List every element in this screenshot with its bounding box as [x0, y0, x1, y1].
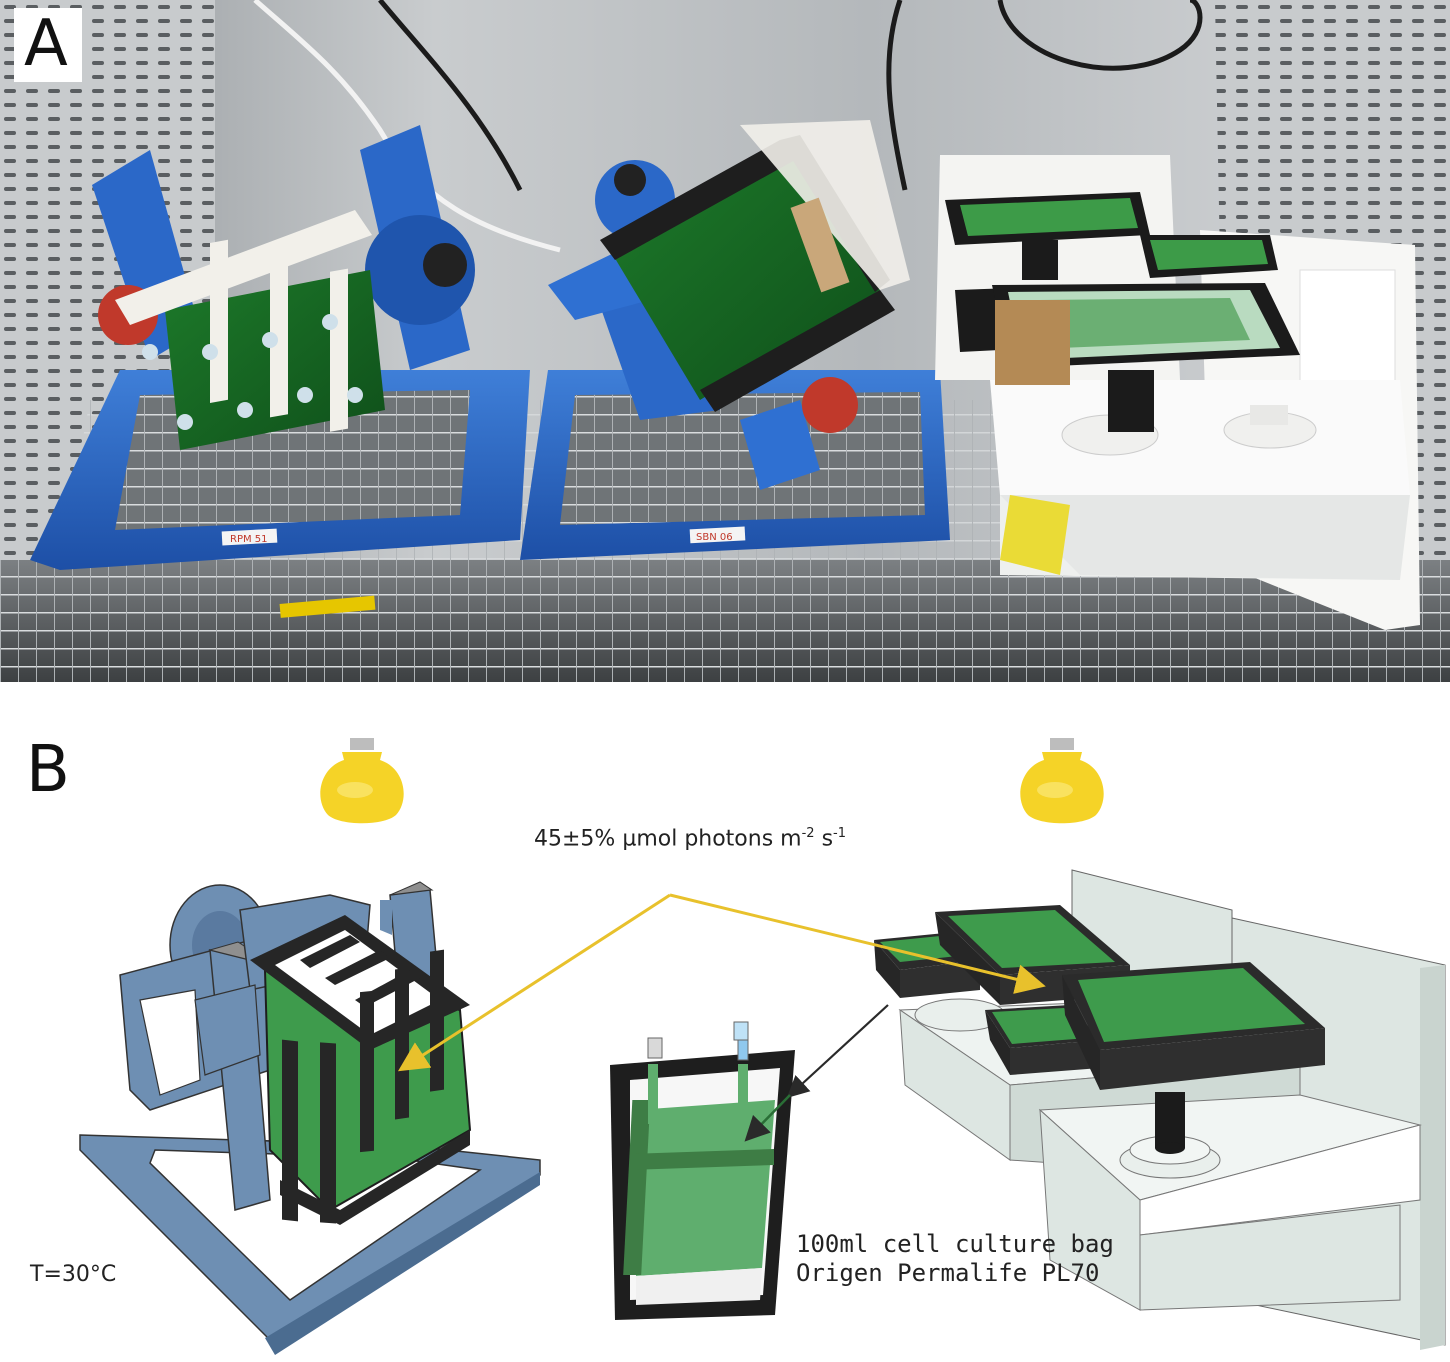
shaker-schematic — [874, 869, 1446, 1350]
light-intensity-text: 45±5% µmol photons m — [534, 826, 802, 852]
light-exponent-1: -2 — [801, 826, 815, 841]
light-exponent-2: -1 — [833, 826, 847, 841]
tag-rpm: RPM 51 — [230, 534, 268, 545]
light-arrows — [397, 893, 1046, 1072]
rotator-schematic — [79, 881, 541, 1355]
diagram-panel-b — [79, 738, 1446, 1355]
light-intensity-mid: s — [814, 826, 834, 852]
light-bulb-icon — [1020, 738, 1104, 824]
light-intensity-label: 45±5% µmol photons m-2 s-1 — [534, 826, 846, 851]
callout-arrows — [744, 1004, 889, 1142]
tag-sbn: SBN 06 — [696, 532, 733, 543]
light-bulb-icon — [320, 738, 404, 824]
panel-label-b: B — [26, 733, 70, 807]
bag-label-line-1: 100ml cell culture bag — [796, 1230, 1114, 1258]
bag-label: 100ml cell culture bag Origen Permalife … — [796, 1230, 1114, 1288]
culture-bag-schematic — [610, 1021, 795, 1320]
photo-panel-a: RPM 51 SBN 06 — [0, 0, 1450, 682]
temperature-label: T=30°C — [30, 1262, 117, 1287]
panel-label-a: A — [14, 8, 82, 82]
bag-label-line-2: Origen Permalife PL70 — [796, 1259, 1100, 1287]
